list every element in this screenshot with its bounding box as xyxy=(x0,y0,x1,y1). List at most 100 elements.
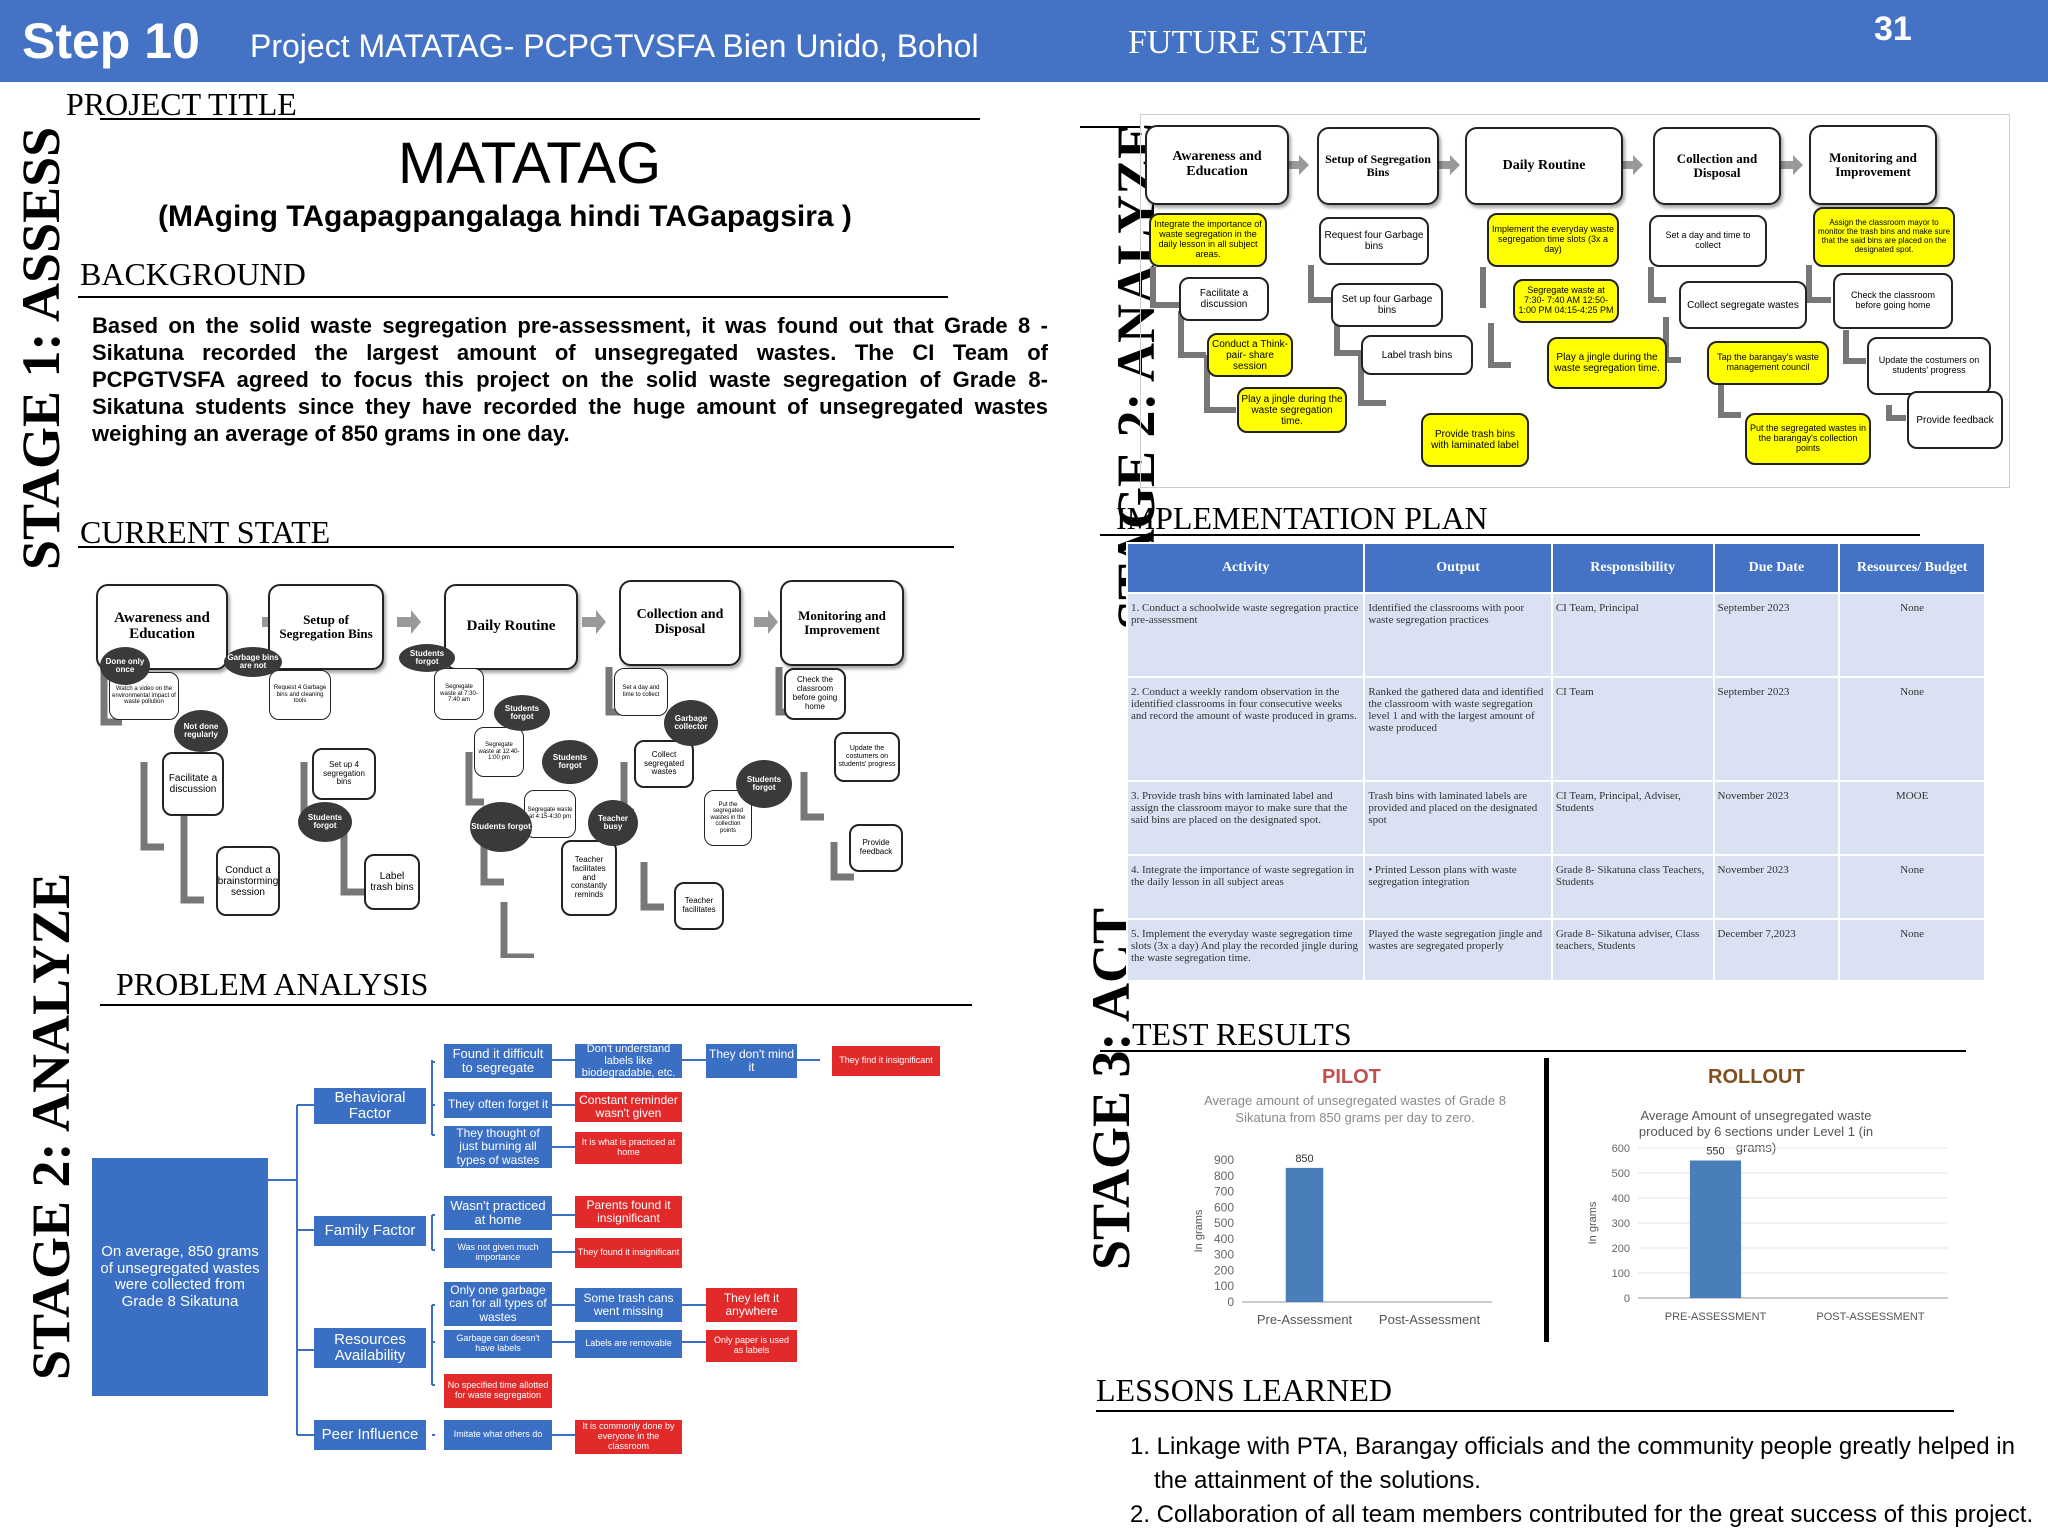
data-label: 850 xyxy=(1295,1153,1313,1165)
cause-box: Some trash cans went missing xyxy=(575,1288,682,1322)
step-label: Step 10 xyxy=(22,13,200,69)
flow-note: Segregate waste at 4:15-4:30 pm xyxy=(524,790,576,838)
cause-box: Wasn't practiced at home xyxy=(444,1196,552,1230)
cause-box: They often forget it xyxy=(444,1092,552,1118)
factor-resources: Resources Availability xyxy=(314,1328,426,1368)
table-cell: November 2023 xyxy=(1712,854,1841,920)
future-note: Integrate the importance of waste segreg… xyxy=(1149,213,1267,267)
future-note: Tap the barangay's waste management coun… xyxy=(1707,341,1829,385)
data-label: 550 xyxy=(1706,1146,1724,1158)
current-step-setup: Setup of Segregation Bins xyxy=(268,584,384,670)
rollout-title: ROLLOUT xyxy=(1708,1066,1805,1088)
y-tick-label: 300 xyxy=(1612,1218,1630,1230)
table-cell: 1. Conduct a schoolwide waste segregatio… xyxy=(1125,592,1366,678)
future-note: Put the segregated wastes in the baranga… xyxy=(1745,413,1871,465)
table-cell: None xyxy=(1838,918,1986,982)
future-step-routine: Daily Routine xyxy=(1465,127,1623,205)
table-cell: September 2023 xyxy=(1712,592,1841,678)
chart-divider xyxy=(1544,1058,1549,1342)
issue-cloud: Teacher busy xyxy=(588,800,638,846)
arrows xyxy=(1287,155,1803,175)
table-cell: • Printed Lesson plans with waste segreg… xyxy=(1363,854,1553,920)
stage-assess-label: STAGE 1: ASSESS xyxy=(11,126,71,570)
table-cell: November 2023 xyxy=(1712,780,1841,856)
cause-box: Labels are removable xyxy=(575,1330,682,1358)
issue-cloud: Garbage bins are not xyxy=(224,647,282,677)
flow-note: Provide feedback xyxy=(849,824,903,872)
table-row: 2. Conduct a weekly random observation i… xyxy=(1125,676,1986,782)
issue-cloud: Students forgot xyxy=(470,802,532,852)
future-note: Facilitate a discussion xyxy=(1179,277,1269,321)
table-cell: 5. Implement the everyday waste segregat… xyxy=(1125,918,1366,982)
future-note: Label trash bins xyxy=(1361,335,1473,375)
divider xyxy=(78,546,954,548)
divider xyxy=(100,1004,972,1006)
table-header-row: Activity Output Responsibility Due Date … xyxy=(1125,542,1986,594)
factor-peer: Peer Influence xyxy=(314,1420,426,1450)
flow-note: Collect segregated wastes xyxy=(634,740,694,788)
flow-note: Facilitate a discussion xyxy=(162,752,224,816)
current-step-monitoring: Monitoring and Improvement xyxy=(780,580,904,666)
flow-note: Request 4 Garbage bins and cleaning tool… xyxy=(269,670,331,720)
table-cell: 3. Provide trash bins with laminated lab… xyxy=(1125,780,1366,856)
table-cell: September 2023 xyxy=(1712,676,1841,782)
y-tick-label: 600 xyxy=(1612,1143,1630,1155)
category-label: Post-Assessment xyxy=(1379,1312,1481,1327)
issue-cloud: Students forgot xyxy=(494,695,550,731)
background-label: BACKGROUND xyxy=(80,256,306,292)
divider xyxy=(1100,1050,1966,1052)
future-note: Segregate waste at 7:30- 7:40 AM 12:50-1… xyxy=(1513,279,1619,323)
current-state-label: CURRENT STATE xyxy=(80,514,331,550)
y-tick-label: 900 xyxy=(1214,1153,1234,1167)
project-title-label: PROJECT TITLE xyxy=(66,86,297,122)
lessons-list: 1. Linkage with PTA, Barangay officials … xyxy=(1130,1430,2040,1532)
table-cell: CI Team, Principal xyxy=(1550,592,1715,678)
future-note: Provide feedback xyxy=(1907,391,2003,449)
problem-tree: On average, 850 grams of unsegregated wa… xyxy=(92,1040,952,1460)
problem-root: On average, 850 grams of unsegregated wa… xyxy=(92,1158,268,1396)
cause-box: Parents found it insignificant xyxy=(575,1196,682,1228)
table-cell: December 7,2023 xyxy=(1712,918,1841,982)
table-header: Responsibility xyxy=(1550,542,1715,594)
table-row: 5. Implement the everyday waste segregat… xyxy=(1125,918,1986,982)
future-state-flowchart: Awareness and Education Setup of Segrega… xyxy=(1140,114,2010,488)
table-row: 1. Conduct a schoolwide waste segregatio… xyxy=(1125,592,1986,678)
table-row: 3. Provide trash bins with laminated lab… xyxy=(1125,780,1986,856)
issue-cloud: Students forgot xyxy=(542,740,598,784)
current-state-flowchart: Awareness and Education Setup of Segrega… xyxy=(64,562,964,958)
cause-box: They found it insignificant xyxy=(575,1238,682,1268)
stage-analyze-bottom-label: STAGE 2: ANALYZE xyxy=(21,872,81,1380)
divider xyxy=(78,296,948,298)
bar xyxy=(1689,1160,1742,1298)
page-number: 31 xyxy=(1874,10,1912,48)
table-cell: Ranked the gathered data and identified … xyxy=(1363,676,1553,782)
lessons-learned-label: LESSONS LEARNED xyxy=(1096,1372,1393,1408)
lesson-item: 2. Collaboration of all team members con… xyxy=(1130,1501,2034,1528)
stage-act-label: STAGE 3: ACT xyxy=(1081,907,1141,1270)
pilot-caption: Average amount of unsegregated wastes of… xyxy=(1204,1093,1506,1125)
future-note: Check the classroom before going home xyxy=(1833,273,1953,329)
cause-box: Found it difficult to segregate xyxy=(444,1044,552,1078)
future-state-label: FUTURE STATE xyxy=(1128,24,1369,61)
table-cell: Grade 8- Sikatuna adviser, Class teacher… xyxy=(1550,918,1715,982)
y-tick-label: 400 xyxy=(1612,1193,1630,1205)
future-note: Set up four Garbage bins xyxy=(1331,283,1443,327)
divider xyxy=(1080,126,1140,128)
table-cell: CI Team xyxy=(1550,676,1715,782)
future-note: Request four Garbage bins xyxy=(1319,217,1429,265)
table-cell: Identified the classrooms with poor wast… xyxy=(1363,592,1553,678)
flow-note: Update the costumers on students' progre… xyxy=(834,732,900,782)
flow-note: Teacher facilitates and constantly remin… xyxy=(561,840,617,916)
table-cell: MOOE xyxy=(1838,780,1986,856)
flow-note: Teacher facilitates xyxy=(674,882,724,930)
cause-box: Constant reminder wasn't given xyxy=(575,1092,682,1122)
future-note: Play a jingle during the waste segregati… xyxy=(1237,387,1347,433)
table-cell: None xyxy=(1838,592,1986,678)
future-note: Play a jingle during the waste segregati… xyxy=(1547,337,1667,389)
flow-note: Set up 4 segregation bins xyxy=(312,748,376,800)
divider xyxy=(1100,534,1920,536)
flow-note: Segregate waste at 7:30-7:40 am xyxy=(434,668,484,720)
header-bar xyxy=(0,0,2048,82)
implementation-plan-table: Activity Output Responsibility Due Date … xyxy=(1125,542,1986,982)
future-step-collection: Collection and Disposal xyxy=(1653,127,1781,205)
